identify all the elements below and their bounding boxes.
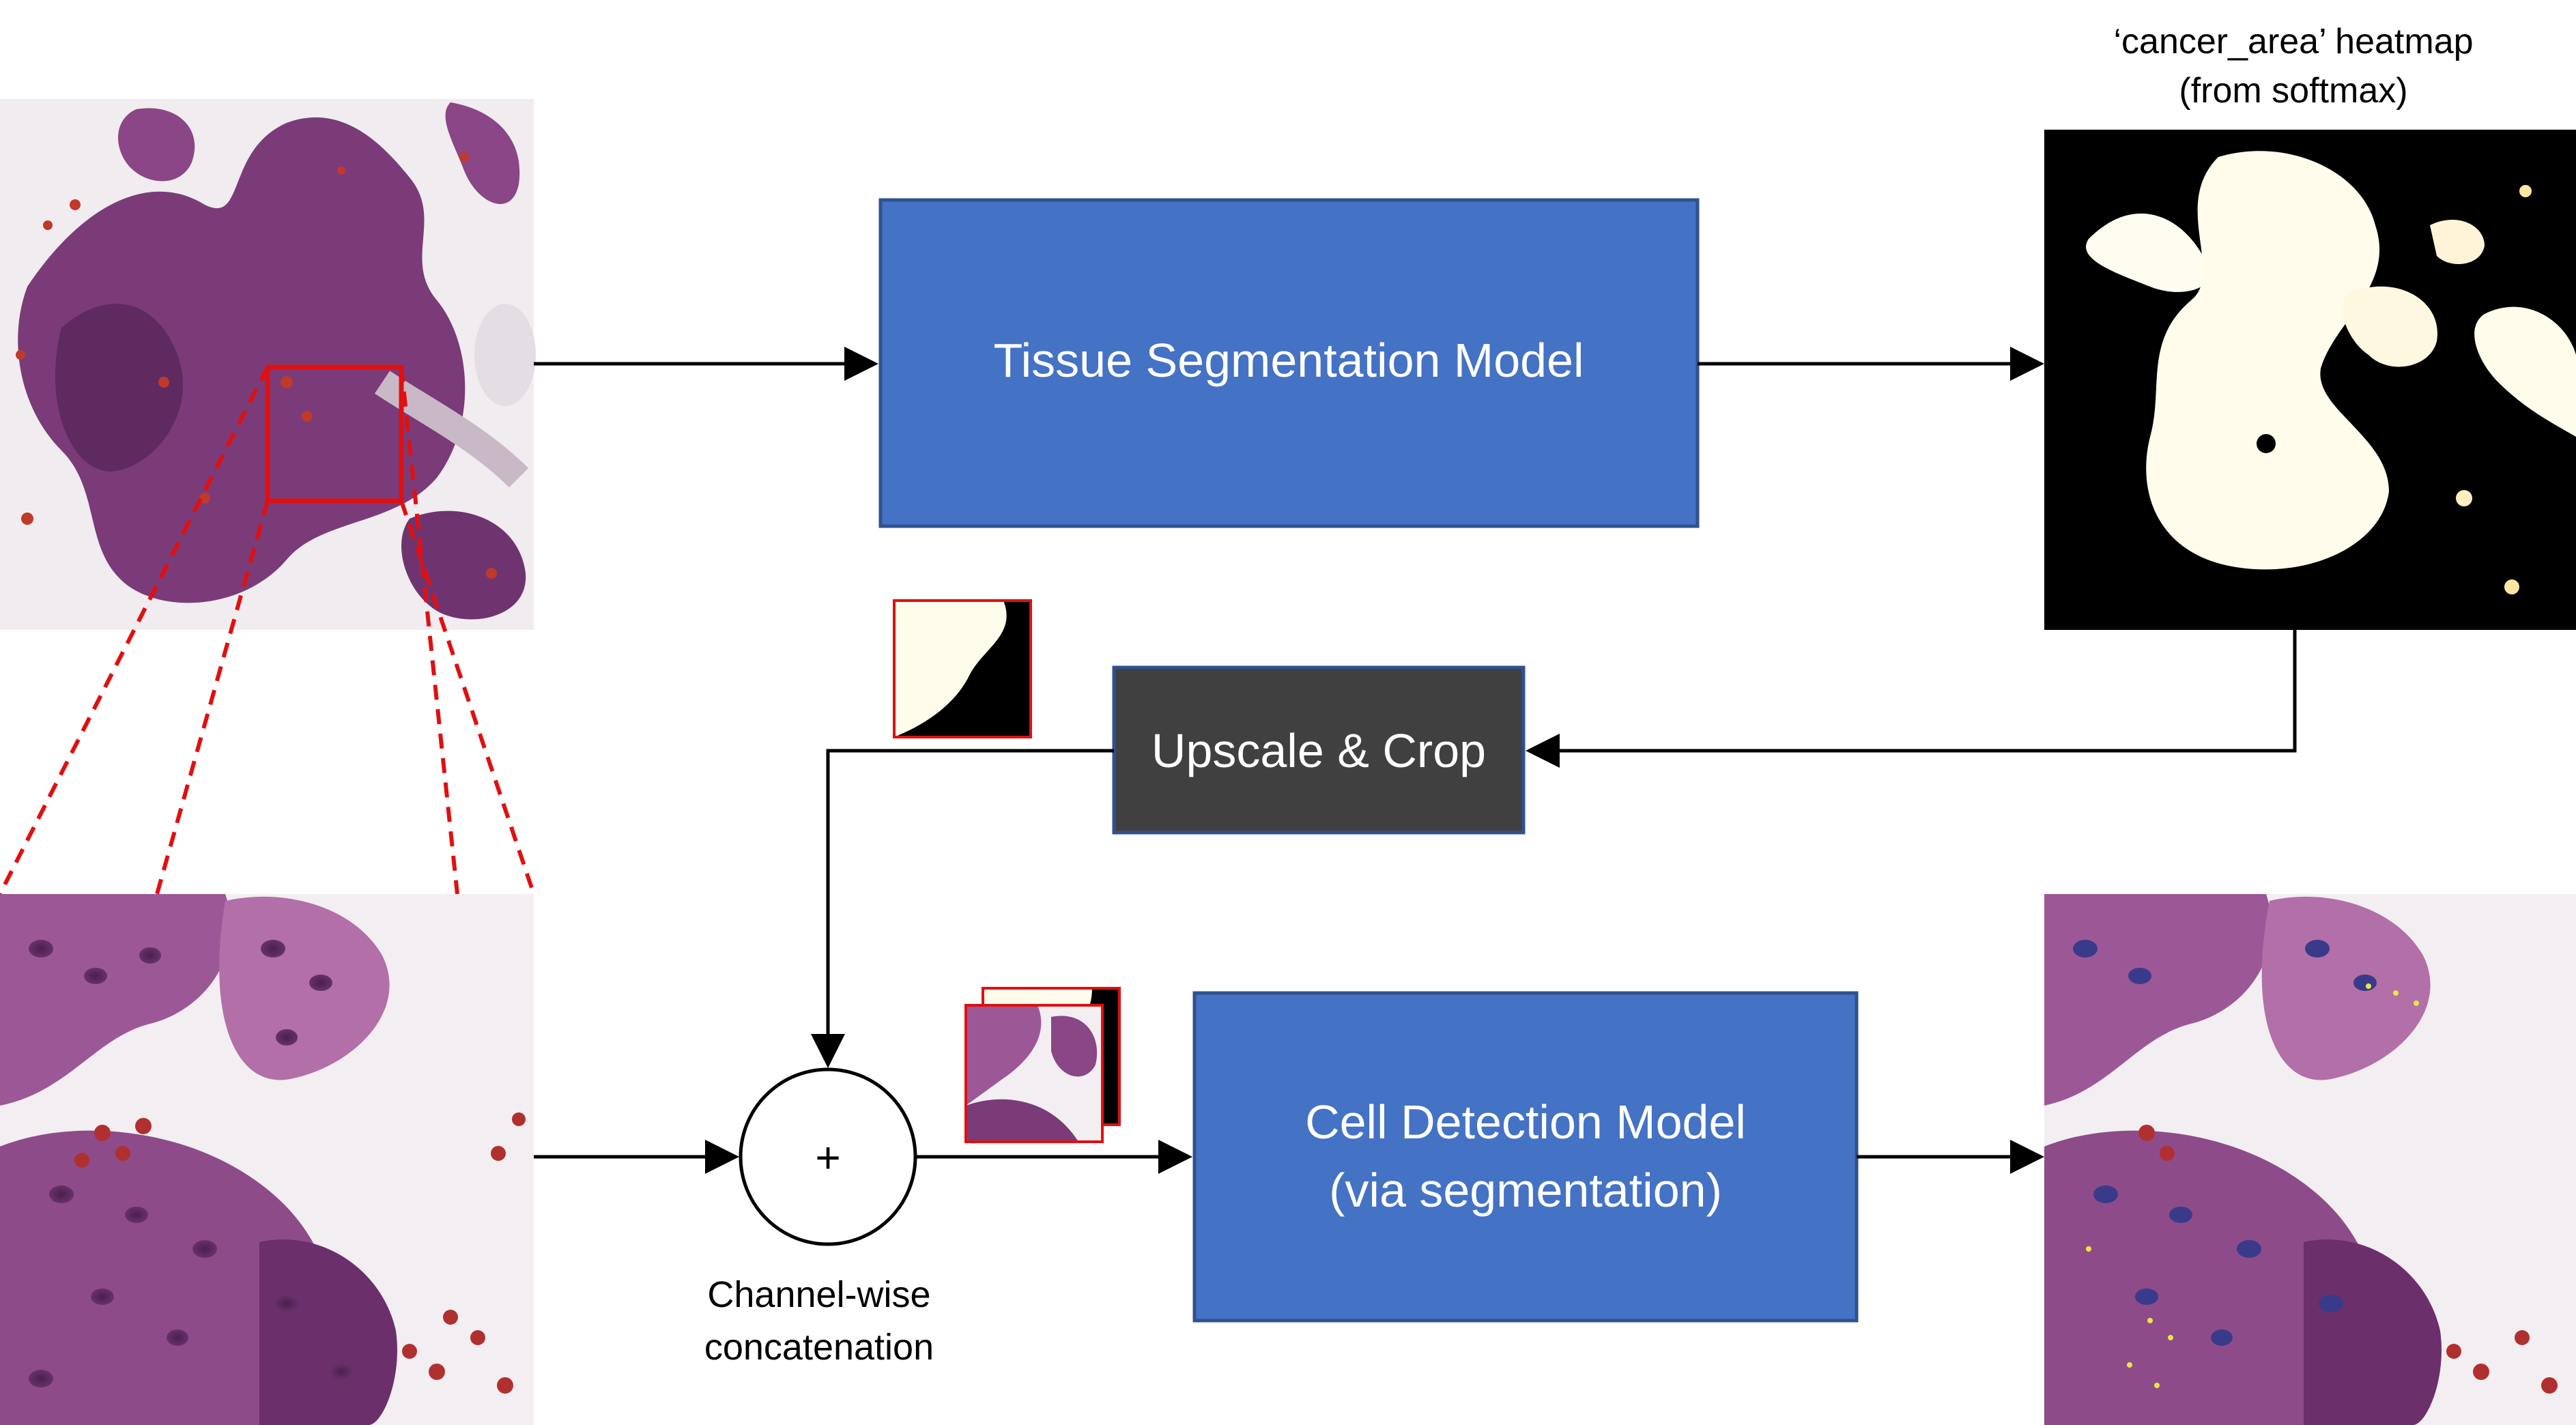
cell-detection-output <box>2044 894 2576 1425</box>
concatenation-caption-line2: concatenation <box>704 1327 934 1368</box>
cropped-heatmap-thumbnail <box>893 599 1032 738</box>
zoom-lines <box>0 366 536 895</box>
wsi-thumbnail <box>0 99 536 630</box>
cell-detection-model-box <box>1192 991 1859 1323</box>
concatenated-input-thumbnail <box>964 987 1121 1143</box>
upscale-crop-label: Upscale & Crop <box>1151 724 1486 777</box>
tissue-patch-zoomed <box>0 894 534 1425</box>
tissue-segmentation-model-label: Tissue Segmentation Model <box>993 334 1584 387</box>
heatmap-title-line2: (from softmax) <box>2179 71 2407 111</box>
tissue-segmentation-model-box <box>878 198 1700 528</box>
cell-detection-model-label-line1: Cell Detection Model <box>1305 1095 1746 1149</box>
arrow-upscale-to-concat <box>811 749 1114 1068</box>
concatenation-caption-line1: Channel-wise <box>707 1274 930 1315</box>
connectors <box>534 347 2297 1174</box>
heatmap-title-line1: ‘cancer_area’ heatmap <box>2113 22 2473 61</box>
cancer-area-heatmap <box>2044 130 2576 630</box>
zoom-region-box <box>265 364 404 504</box>
arrow-heatmap-to-upscale <box>1526 630 2297 768</box>
concatenation-symbol: + <box>815 1133 840 1182</box>
cell-detection-model-label-line2: (via segmentation) <box>1329 1164 1722 1217</box>
